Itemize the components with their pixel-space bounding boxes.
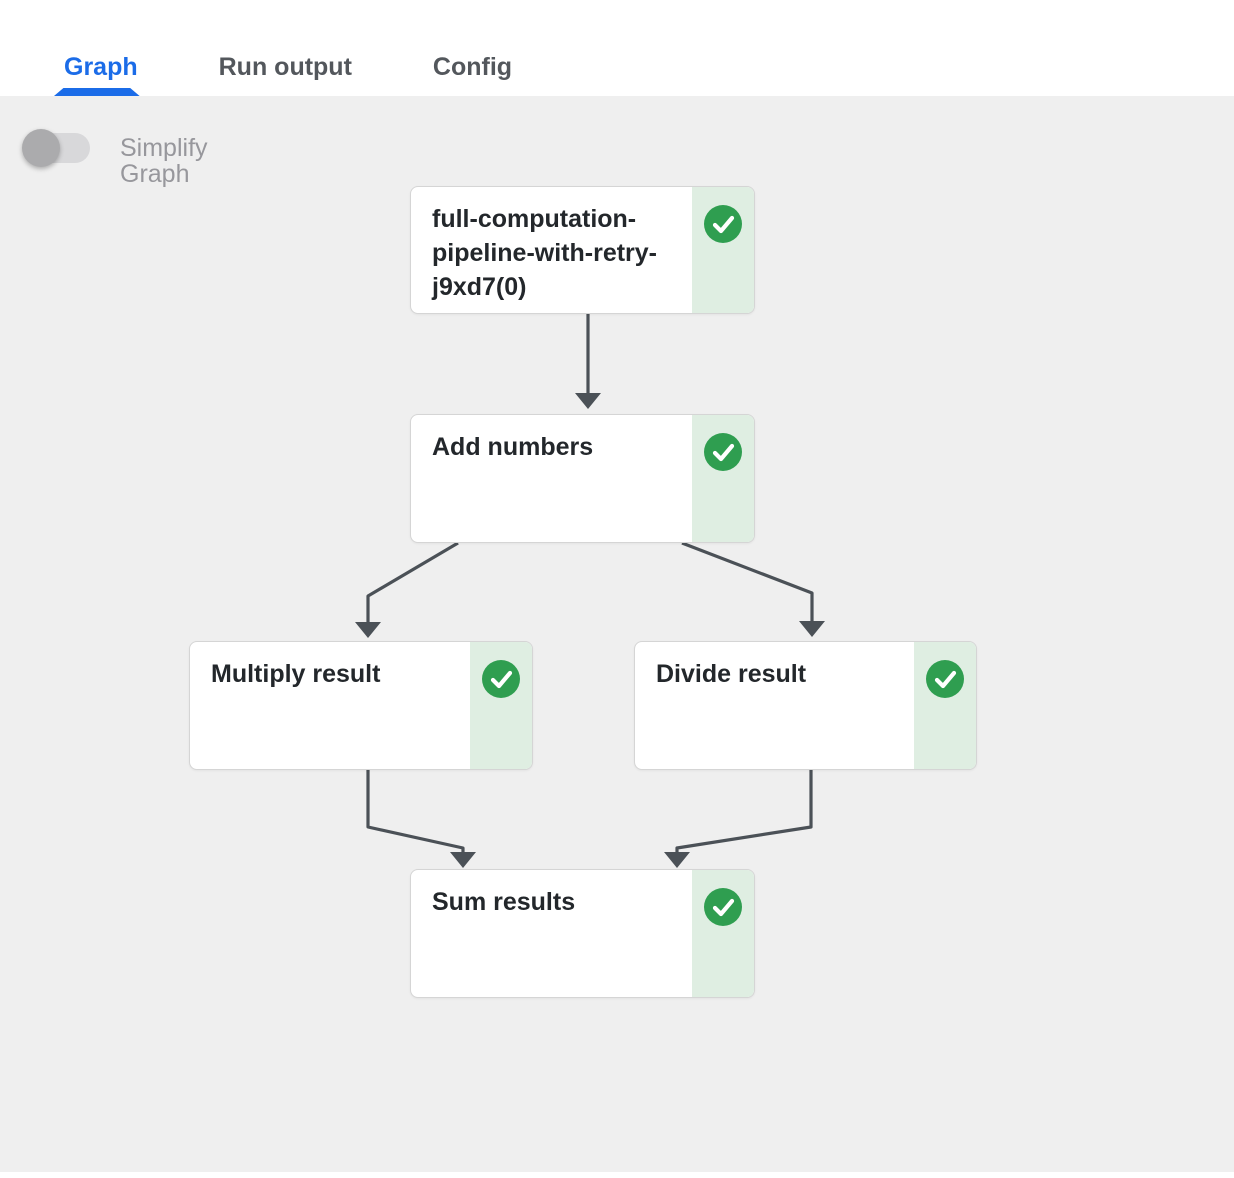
tab-bar: Graph Run output Config xyxy=(0,0,1234,96)
node-status-panel xyxy=(692,187,754,313)
node-status-panel xyxy=(914,642,976,769)
toggle-knob[interactable] xyxy=(22,129,60,167)
active-tab-indicator xyxy=(54,88,140,96)
check-circle-icon xyxy=(482,660,520,698)
check-circle-icon xyxy=(704,433,742,471)
footer-strip xyxy=(0,1172,1234,1178)
graph-node-pipeline-root[interactable]: full-computation-pipeline-with-retry-j9x… xyxy=(410,186,755,314)
node-label: Divide result xyxy=(656,660,807,688)
graph-node-divide-result[interactable]: Divide result xyxy=(634,641,977,770)
graph-node-add-numbers[interactable]: Add numbers xyxy=(410,414,755,543)
tab-graph[interactable]: Graph xyxy=(54,55,140,96)
node-label: Add numbers xyxy=(432,433,594,461)
node-label: Sum results xyxy=(432,888,576,916)
graph-node-sum-results[interactable]: Sum results xyxy=(410,869,755,998)
node-status-panel xyxy=(692,870,754,997)
simplify-graph-toggle[interactable] xyxy=(22,129,90,167)
tab-run-output[interactable]: Run output xyxy=(218,53,352,81)
graph-node-multiply-result[interactable]: Multiply result xyxy=(189,641,533,770)
simplify-graph-label: Simplify Graph xyxy=(120,134,208,188)
check-circle-icon xyxy=(704,888,742,926)
tab-config[interactable]: Config xyxy=(432,53,513,81)
node-status-panel xyxy=(470,642,532,769)
check-circle-icon xyxy=(704,205,742,243)
node-status-panel xyxy=(692,415,754,542)
node-label: Multiply result xyxy=(211,660,381,688)
node-label: full-computation-pipeline-with-retry-j9x… xyxy=(432,205,658,301)
tab-bar-tabs: Graph Run output Config xyxy=(54,0,513,96)
check-circle-icon xyxy=(926,660,964,698)
